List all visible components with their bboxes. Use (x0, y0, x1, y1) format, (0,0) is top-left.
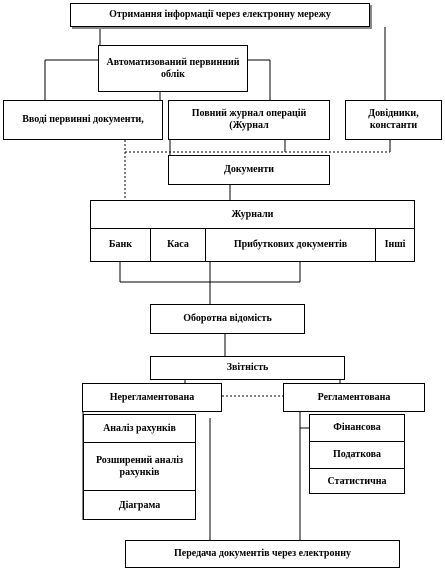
list-item-statistical: Статистична (327, 476, 387, 487)
journal-cell-bank: Банк (91, 229, 151, 261)
node-journal-full: Повний журнал операцій (Журнал (168, 100, 330, 140)
list-item-account-analysis: Аналіз рахунків (84, 415, 195, 443)
journal-cell-other: Інші (384, 239, 406, 250)
node-directories: Довідники, константи (345, 100, 442, 140)
unregulated-list: Аналіз рахунків Розширений аналіз рахунк… (83, 414, 196, 520)
node-input-documents: Вводі первинні документи, (3, 100, 163, 140)
list-item-tax: Податкова (310, 442, 404, 469)
node-regulated: Регламентована (283, 383, 425, 412)
node-journals: Журнали Банк Каса Прибуткових документів… (90, 200, 415, 262)
node-turnover: Оборотна відомість (150, 304, 305, 334)
regulated-list: Фінансова Податкова Статистична (309, 414, 405, 494)
node-top: Отримання інформації через електронну ме… (70, 3, 370, 27)
list-item-extended-analysis: Розширений аналіз рахунків (84, 443, 195, 491)
node-automated-accounting: Автоматизований первинний облік (98, 45, 248, 92)
journal-cell-cash: Каса (151, 229, 206, 261)
node-unregulated: Нерегламентована (82, 383, 222, 412)
journals-title: Журнали (91, 201, 414, 229)
node-reporting: Звітність (150, 356, 345, 380)
node-documents: Документи (168, 155, 330, 185)
node-transfer: Передача документів через електронну (125, 540, 400, 568)
list-item-financial: Фінансова (310, 415, 404, 442)
journal-cell-income-docs: Прибуткових документів (206, 229, 376, 261)
list-item-diagram: Діаграма (118, 500, 161, 511)
